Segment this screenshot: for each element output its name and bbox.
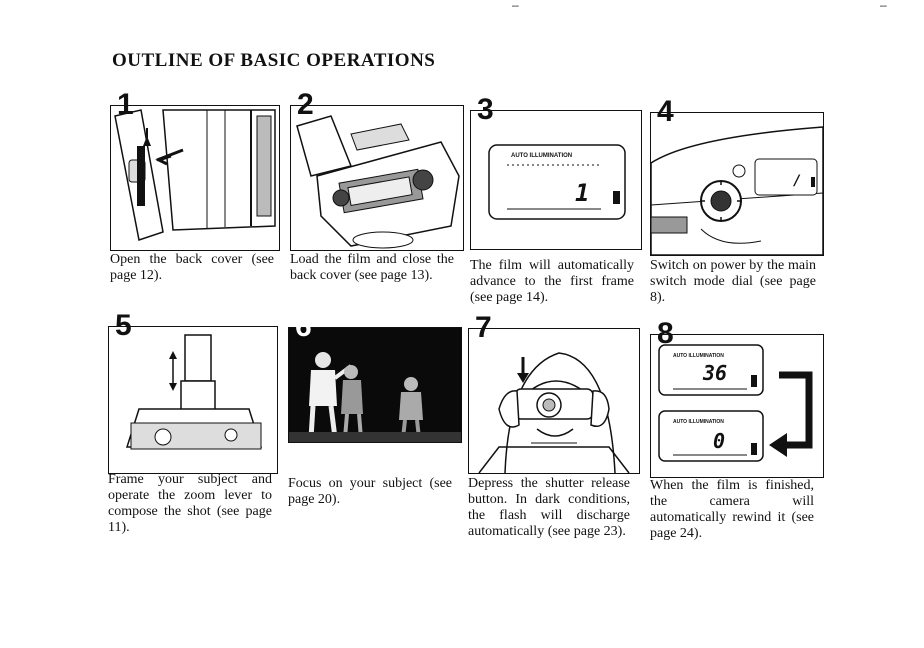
step-3-number: 3 (477, 93, 494, 126)
shutter-release-drawing (478, 352, 630, 473)
film-counter-lcd-drawing (488, 144, 626, 220)
focus-subject-photo (289, 328, 461, 442)
step-4-number: 4 (657, 95, 674, 128)
step-1-caption: Open the back cover (see page 12). (110, 252, 274, 283)
step-6-caption: Focus on your subject (see page 20). (288, 476, 452, 507)
step-3-lcd-label: AUTO ILLUMINATION (511, 153, 573, 159)
step-6-illustration: 6 (288, 312, 462, 443)
step-5-illustration: 5 (108, 311, 278, 474)
step-8-caption: When the film is finished, the camera wi… (650, 478, 814, 541)
step-3-caption: The film will automatically advance to t… (470, 258, 634, 305)
step-2-number: 2 (297, 88, 314, 121)
step-8-illustration: AUTO ILLUMINATION 36 AUTO ILLUMINATION 0… (650, 319, 824, 478)
zoom-lever-drawing (125, 334, 263, 450)
step-3-lcd-value: 1 (575, 179, 590, 207)
step-1-number: 1 (117, 88, 134, 121)
step-4-caption: Switch on power by the main switch mode … (650, 258, 816, 305)
step-8-lcd-value-bottom: 0 (713, 429, 726, 453)
step-6-number: 6 (295, 310, 312, 343)
step-7-number: 7 (475, 311, 492, 344)
step-8-lcd-value-top: 36 (703, 361, 728, 385)
step-2-caption: Load the film and close the back cover (… (290, 252, 454, 283)
step-2-illustration: 2 (290, 90, 464, 251)
step-3-illustration: AUTO ILLUMINATION 1 3 (470, 95, 642, 250)
step-4-illustration: / 4 (650, 97, 824, 256)
top-mark-left: – (512, 0, 519, 12)
camera-film-loading-drawing (296, 115, 460, 249)
step-4-lcd-value: / (793, 173, 802, 189)
step-1-illustration: 1 (110, 90, 280, 251)
step-8-lcd-label-bottom: AUTO ILLUMINATION (673, 419, 724, 425)
step-7-caption: Depress the shutter release button. In d… (468, 476, 630, 539)
rewind-lcd-drawing (658, 344, 813, 462)
top-mark-right: – (880, 0, 887, 12)
step-5-caption: Frame your subject and operate the zoom … (108, 472, 272, 535)
step-8-number: 8 (657, 317, 674, 350)
step-7-illustration: 7 (468, 313, 640, 474)
step-8-lcd-label-top: AUTO ILLUMINATION (673, 353, 724, 359)
page-title: OUTLINE OF BASIC OPERATIONS (112, 50, 436, 71)
main-switch-dial-drawing (651, 126, 823, 255)
camera-back-open-drawing (114, 109, 276, 241)
step-5-number: 5 (115, 309, 132, 342)
